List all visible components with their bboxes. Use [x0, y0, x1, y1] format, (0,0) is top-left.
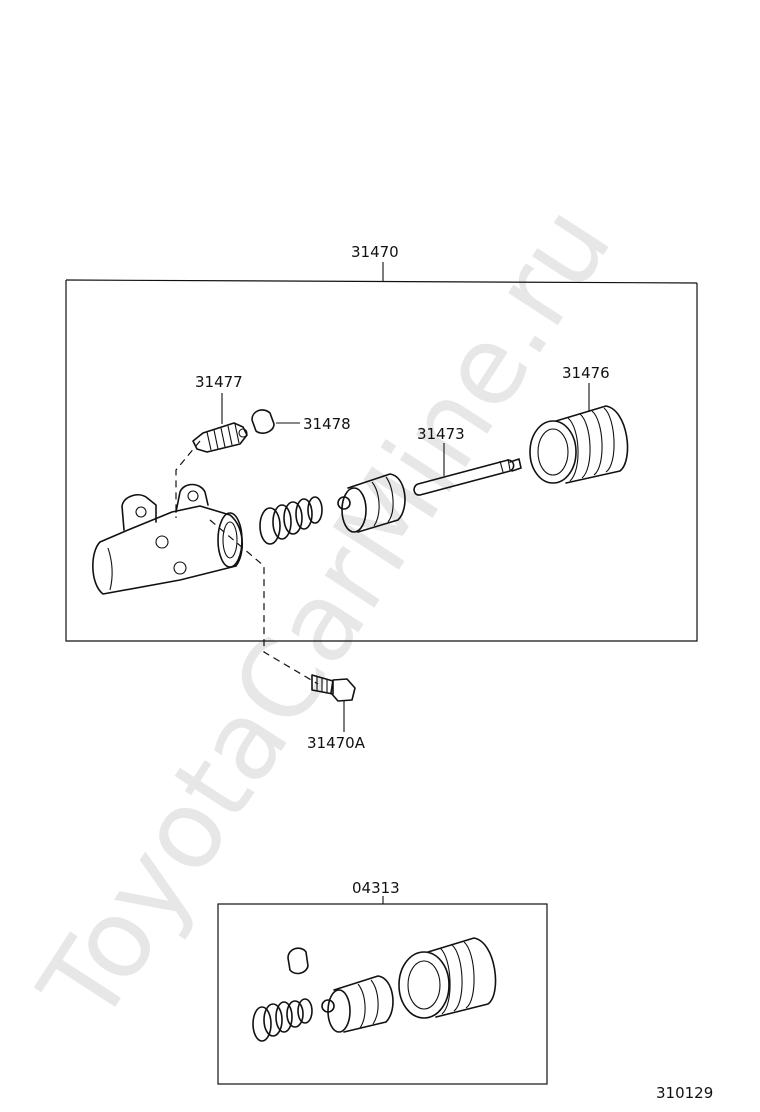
bleeder-plug — [192, 422, 248, 453]
assembly-guide-upper — [175, 440, 201, 518]
kit-boot — [398, 937, 497, 1019]
assembly-label: 31470 — [351, 243, 399, 261]
kit-label: 04313 — [352, 879, 400, 897]
callout-31473: 31473 — [417, 425, 465, 443]
kit-frame — [217, 896, 548, 1085]
kit-piston — [321, 975, 394, 1033]
bleeder-cap — [251, 409, 275, 434]
figure-number: 310129 — [656, 1084, 713, 1102]
assembly-frame — [65, 262, 698, 642]
kit-bleeder-cap — [287, 947, 309, 975]
callout-31478: 31478 — [303, 415, 351, 433]
release-cylinder-body — [92, 483, 243, 595]
piston — [337, 473, 406, 533]
watermark: ToyotaCarMine.ru — [16, 185, 635, 1045]
kit-spring — [252, 998, 313, 1042]
callout-31477: 31477 — [195, 373, 243, 391]
piston-spring — [259, 496, 323, 545]
callout-31470A: 31470A — [307, 734, 366, 752]
push-rod — [413, 458, 522, 496]
assembly-guide-lower — [209, 519, 319, 685]
union-bolt — [311, 674, 356, 702]
callout-31476: 31476 — [562, 364, 610, 382]
release-boot — [529, 405, 629, 484]
